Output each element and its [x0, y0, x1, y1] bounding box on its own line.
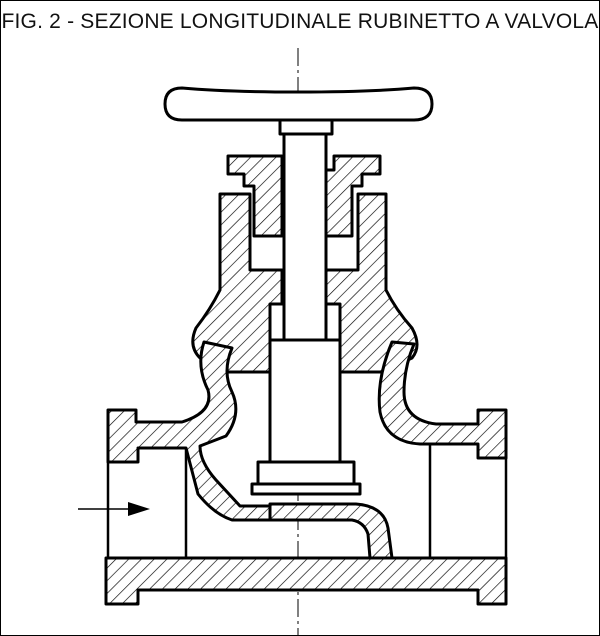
- valve-stem: [282, 132, 328, 346]
- inlet-port: [106, 448, 188, 558]
- figure-title: FIG. 2 - SEZIONE LONGITUDINALE RUBINETTO…: [1, 10, 599, 33]
- disc-seal: [250, 482, 362, 496]
- valve-body-lower: [104, 556, 508, 606]
- gland-nut-left: [226, 154, 284, 238]
- valve-body-upper: [106, 340, 272, 522]
- valve-seat-wall: [268, 502, 394, 560]
- valve-disc: [256, 460, 356, 486]
- stem-bushing-right: [324, 302, 342, 342]
- outlet-port: [428, 444, 508, 558]
- stem-collar: [278, 118, 334, 136]
- handwheel: [163, 86, 434, 122]
- arrow-right-icon: [78, 502, 150, 516]
- disc-holder: [268, 338, 342, 464]
- stem-bushing-left: [268, 302, 286, 342]
- gland-nut-right: [324, 154, 382, 238]
- valve-body-right: [377, 340, 508, 460]
